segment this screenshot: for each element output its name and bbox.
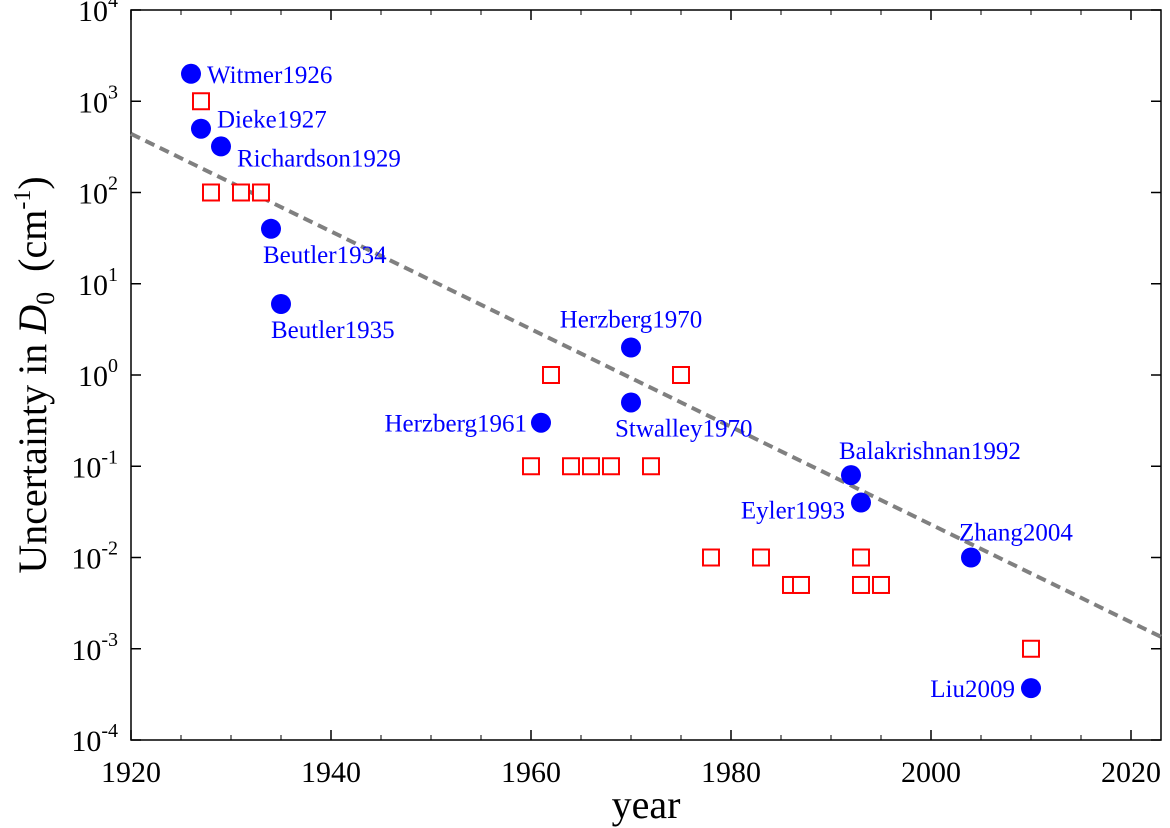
data-label: Beutler1935 bbox=[271, 317, 395, 344]
data-point-square bbox=[852, 575, 870, 594]
data-point-square bbox=[752, 548, 770, 567]
data-label: Dieke1927 bbox=[217, 107, 327, 134]
data-point-circle bbox=[621, 337, 641, 358]
data-point-circle bbox=[531, 412, 551, 433]
data-marks bbox=[181, 63, 1041, 699]
data-point-square bbox=[672, 366, 690, 384]
y-tick-label: 102 bbox=[78, 173, 118, 211]
y-tick-label: 10-1 bbox=[71, 446, 118, 484]
data-point-square bbox=[872, 575, 890, 594]
y-tick-label: 101 bbox=[78, 264, 118, 302]
point-annotations: Witmer1926Dieke1927Richardson1929Beutler… bbox=[207, 62, 1073, 703]
data-point-square bbox=[792, 575, 810, 594]
data-point-circle bbox=[181, 63, 201, 84]
data-label: Beutler1934 bbox=[263, 242, 387, 269]
data-point-circle bbox=[1021, 678, 1041, 699]
data-point-square bbox=[582, 457, 600, 476]
data-point-square bbox=[202, 183, 220, 202]
data-point-square bbox=[542, 366, 560, 384]
data-label: Herzberg1961 bbox=[384, 411, 527, 438]
x-tick-label: 1920 bbox=[101, 756, 161, 789]
x-tick-label: 1980 bbox=[701, 756, 761, 789]
data-point-square bbox=[642, 457, 660, 476]
data-point-square bbox=[602, 457, 620, 476]
data-point-square bbox=[232, 183, 250, 202]
data-point-circle bbox=[271, 293, 291, 314]
data-label: Herzberg1970 bbox=[560, 307, 703, 334]
y-tick-label: 10-4 bbox=[71, 720, 118, 758]
data-label: Stwalley1970 bbox=[615, 415, 753, 442]
data-point-circle bbox=[621, 392, 641, 413]
data-label: Zhang2004 bbox=[959, 520, 1073, 547]
x-tick-label: 1940 bbox=[301, 756, 361, 789]
data-point-circle bbox=[261, 218, 281, 239]
data-label: Witmer1926 bbox=[207, 62, 332, 89]
y-axis-title-subscript: 0 bbox=[31, 292, 60, 305]
data-point-circle bbox=[211, 136, 231, 157]
y-axis-title-unit-sup: -1 bbox=[10, 190, 36, 210]
data-point-square bbox=[192, 92, 210, 111]
trend-line bbox=[130, 131, 1162, 639]
data-point-circle bbox=[191, 118, 211, 139]
data-point-square bbox=[522, 457, 540, 476]
data-label: Richardson1929 bbox=[237, 145, 401, 172]
y-tick-label: 10-2 bbox=[71, 538, 118, 576]
y-axis-title-unit-open: (cm bbox=[10, 210, 55, 292]
data-point-square bbox=[1022, 639, 1040, 658]
y-tick-label: 100 bbox=[78, 355, 118, 393]
data-label: Liu2009 bbox=[930, 676, 1015, 703]
y-axis-title-symbol: D bbox=[10, 305, 55, 335]
data-point-square bbox=[252, 183, 270, 202]
trend-line-layer bbox=[130, 131, 1162, 639]
y-axis-title: Uncertainty in D0 (cm-1) bbox=[10, 176, 60, 573]
axis-ticks: 1920 1940 1960 1980 2000 2020 10-4 10-3 10-2 10-1… bbox=[71, 0, 1161, 789]
data-point-square bbox=[702, 548, 720, 567]
data-point-square bbox=[852, 548, 870, 567]
data-point-circle bbox=[841, 465, 861, 486]
data-point-circle bbox=[961, 547, 981, 568]
y-axis-title-prefix: Uncertainty in bbox=[10, 334, 55, 574]
data-label: Eyler1993 bbox=[741, 498, 845, 525]
x-tick-label: 1960 bbox=[501, 756, 561, 789]
data-label: Balakrishnan1992 bbox=[839, 438, 1021, 465]
y-tick-label: 103 bbox=[78, 81, 118, 119]
y-axis-title-unit-close: ) bbox=[10, 176, 55, 189]
x-tick-label: 2000 bbox=[901, 756, 961, 789]
x-tick-label: 2020 bbox=[1101, 756, 1161, 789]
x-axis-title: year bbox=[612, 782, 681, 827]
y-tick-label: 10-3 bbox=[71, 629, 118, 667]
data-point-circle bbox=[851, 492, 871, 513]
y-tick-label: 104 bbox=[78, 0, 118, 28]
data-point-square bbox=[562, 457, 580, 476]
